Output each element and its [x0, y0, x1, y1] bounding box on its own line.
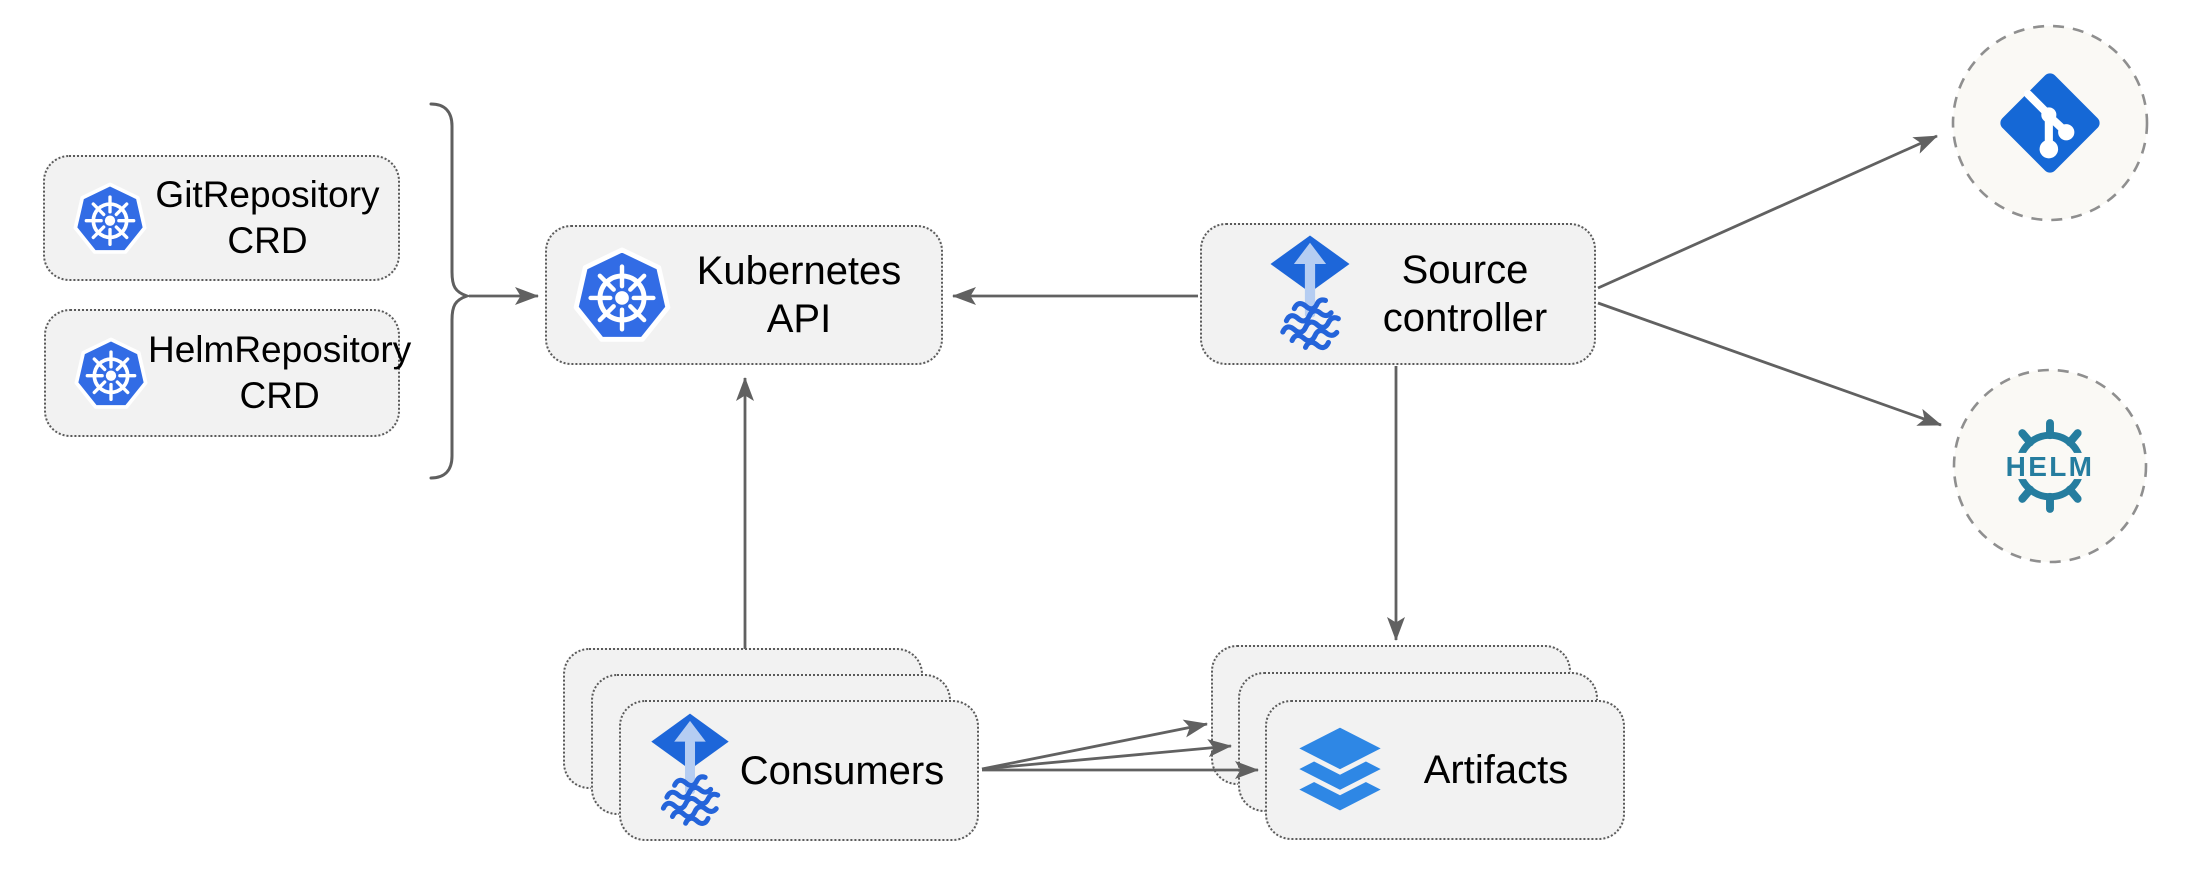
node-source-controller: Source controller [1200, 223, 1596, 365]
helm-label: HELM [2006, 451, 2095, 482]
git-icon [1992, 65, 2108, 186]
node-label: Kubernetes API [696, 249, 902, 341]
node-label: Source controller [1382, 248, 1548, 340]
node-label: Consumers [739, 748, 945, 793]
node-consumers: Consumers [619, 700, 979, 841]
edge-consumers-to-artifacts-1 [981, 719, 1208, 771]
kubernetes-icon [73, 180, 147, 257]
node-label: HelmRepository CRD [148, 329, 412, 416]
node-label: Artifacts [1423, 748, 1569, 792]
node-label: GitRepository CRD [155, 174, 380, 261]
kubernetes-icon [573, 244, 671, 346]
node-gitrepository-crd: GitRepository CRD [43, 155, 400, 281]
edge-source-controller-to-git-remote [1597, 134, 1938, 290]
node-helmrepository-crd: HelmRepository CRD [44, 309, 411, 437]
flux-icon [1266, 234, 1354, 354]
crd-group-brace [429, 102, 472, 480]
layers-icon [1291, 721, 1389, 819]
kubernetes-icon [74, 335, 148, 412]
flux-icon [647, 712, 733, 830]
edge-consumers-to-artifacts-2 [981, 739, 1232, 771]
helm-icon: HELM [1994, 410, 2106, 527]
node-kubernetes-api: Kubernetes API [545, 225, 943, 365]
edge-source-controller-to-helm-remote [1597, 301, 1942, 427]
node-artifacts: Artifacts [1265, 700, 1625, 840]
